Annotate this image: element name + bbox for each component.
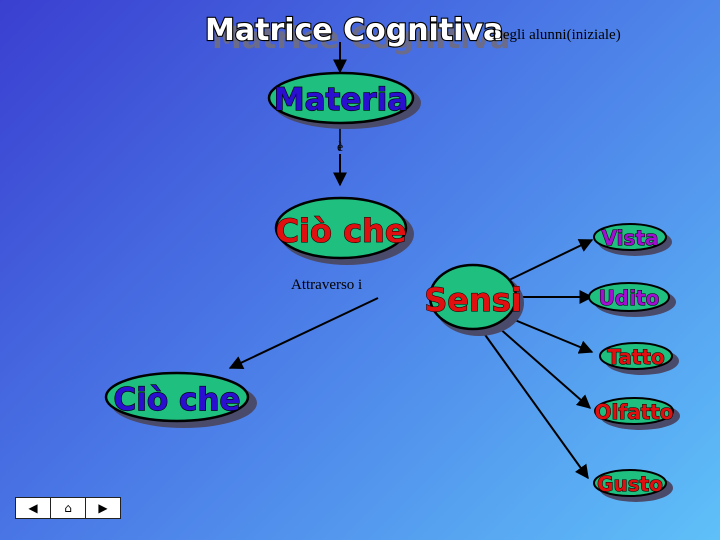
home-button[interactable]: ⌂: [51, 498, 86, 518]
node-materia-label: Materia: [274, 82, 408, 118]
title-shadow: Matrice Cognitiva: [212, 21, 510, 56]
diagram-subtitle: Degli alunni(iniziale): [492, 27, 621, 43]
edge-label-e: è: [337, 140, 343, 155]
node-cio-che-top[interactable]: Ciò che: [274, 196, 414, 265]
edge-sensi-vista: [504, 239, 594, 283]
arrow-left-icon: ◀: [28, 501, 38, 515]
node-sensi[interactable]: Sensi: [424, 263, 524, 336]
node-cio-che-bottom[interactable]: Ciò che: [104, 371, 257, 428]
next-slide-button[interactable]: ▶: [86, 498, 120, 518]
edge-sensi-olfatto: [489, 319, 592, 409]
node-vista-label: Vista: [602, 226, 659, 250]
node-cio-che-top-label: Ciò che: [275, 212, 406, 250]
node-tatto[interactable]: Tatto: [599, 342, 679, 375]
node-cio-che-bottom-label: Ciò che: [114, 382, 241, 418]
node-olfatto[interactable]: Olfatto: [594, 397, 680, 430]
node-gusto-label: Gusto: [597, 472, 663, 496]
node-materia[interactable]: Materia: [267, 71, 421, 129]
slide-nav: ◀ ⌂ ▶: [15, 497, 121, 519]
node-olfatto-label: Olfatto: [595, 400, 674, 424]
node-gusto[interactable]: Gusto: [593, 469, 673, 502]
prev-slide-button[interactable]: ◀: [16, 498, 51, 518]
node-udito-label: Udito: [599, 286, 660, 310]
diagram-title: Matrice Cognitiva: [205, 13, 503, 48]
edge-attraverso-cio-che: [228, 297, 379, 369]
node-tatto-label: Tatto: [607, 345, 664, 369]
edge-sensi-gusto: [477, 324, 589, 480]
node-sensi-label: Sensi: [424, 281, 522, 319]
node-vista[interactable]: Vista: [593, 223, 672, 256]
arrow-right-icon: ▶: [98, 501, 108, 515]
node-udito[interactable]: Udito: [588, 282, 676, 317]
home-icon: ⌂: [64, 501, 72, 515]
edge-label-attraverso: Attraverso i: [291, 277, 362, 293]
